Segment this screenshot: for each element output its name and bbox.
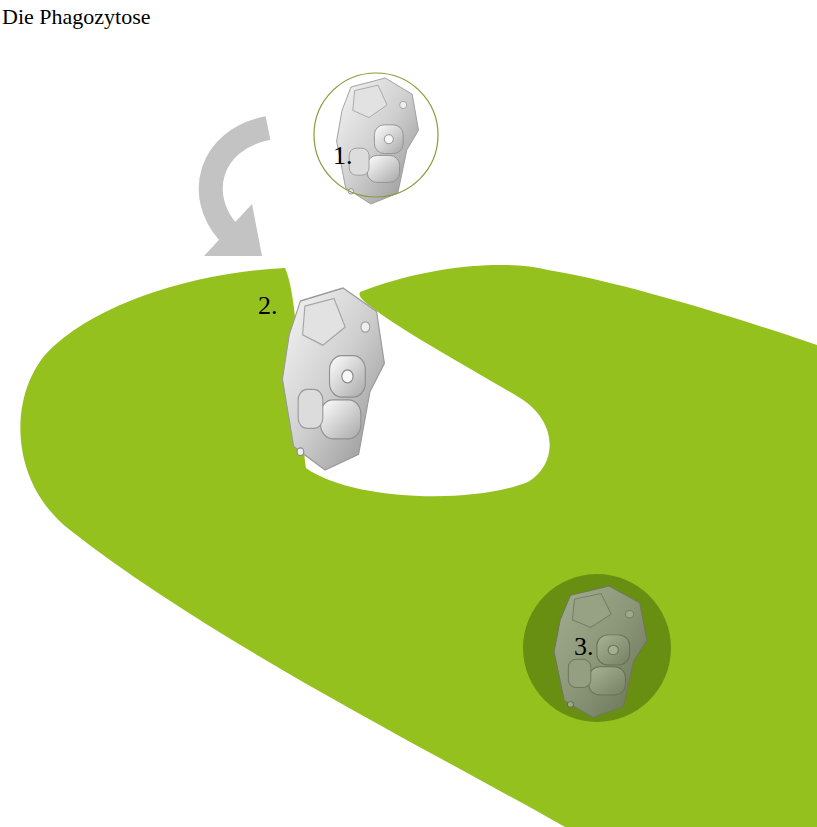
process-arrow [211,128,268,232]
diagram-title: Die Phagozytose [2,4,150,30]
phagosome-shape [523,574,671,722]
particle-circle-outline [313,72,439,198]
phagocyte-cell [20,265,817,827]
phagosome-outline [522,573,672,723]
callout-number: 1. [333,142,353,170]
phagosome: 3. [522,573,672,723]
particle-circle: 1. [313,72,439,198]
callout-number: 3. [574,633,594,661]
callout-number: 2. [258,292,278,320]
particle-circle-shape [314,73,438,197]
particle-engulfing [282,288,384,470]
particle-free [337,78,419,204]
arrow-head [204,204,262,256]
